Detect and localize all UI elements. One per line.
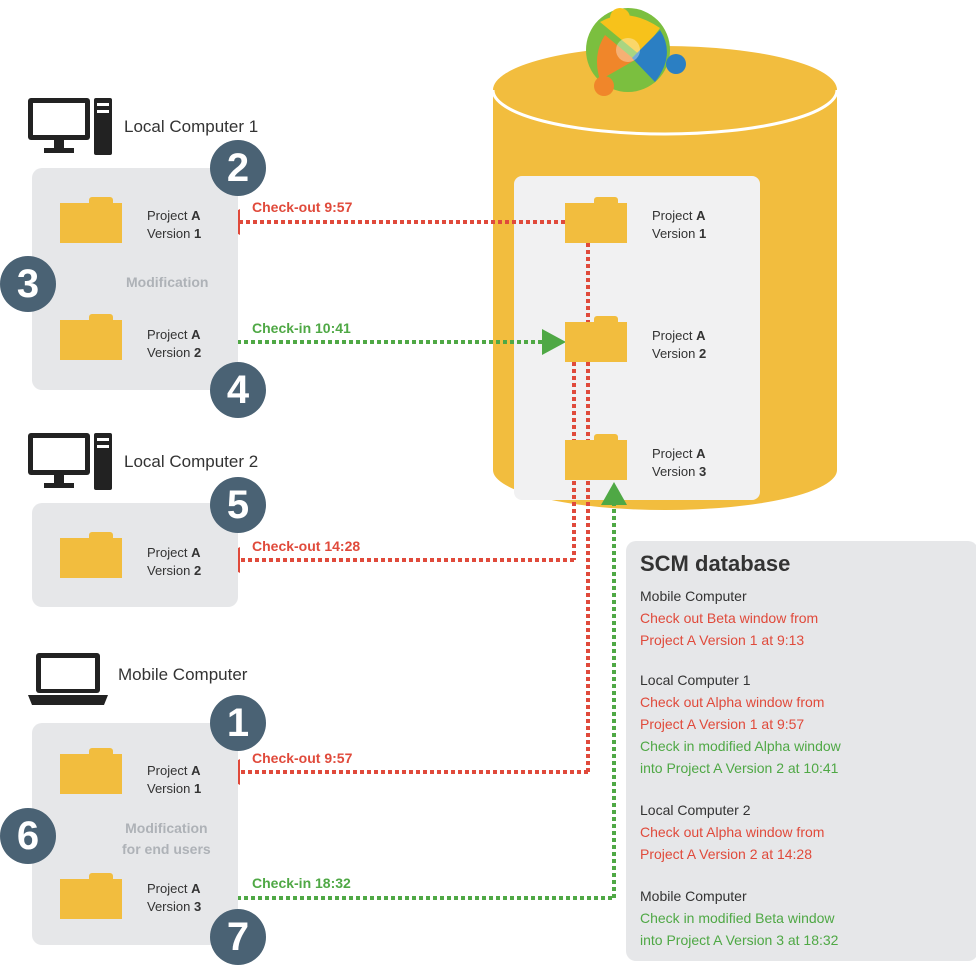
project-version-label: Project A Version 2 (652, 328, 707, 361)
scm-database-panel: SCM database Mobile Computer Check out B… (626, 541, 976, 961)
folder-icon (565, 434, 627, 480)
checkout-label-3: Check-out 9:57 (252, 750, 353, 766)
folder-icon (565, 197, 627, 243)
scm-entry-line: into Project A Version 2 at 10:41 (640, 760, 839, 776)
database-cylinder (491, 46, 839, 510)
arrowhead-checkin-1 (542, 329, 566, 355)
scm-entry-line: Check in modified Beta window (640, 910, 835, 926)
scm-entry-line: Check out Alpha window from (640, 694, 825, 710)
desktop-computer-icon (28, 98, 112, 155)
folder-icon (60, 748, 122, 794)
project-version-label: Project A Version 2 (147, 327, 202, 360)
modification-label-mobile: Modification for end users (122, 818, 211, 860)
folder-icon (60, 314, 122, 360)
step-badge-1: 1 (210, 695, 266, 751)
folder-icon (60, 197, 122, 243)
mobile-computer-title: Mobile Computer (118, 665, 248, 684)
scm-entry-heading: Local Computer 1 (640, 672, 751, 688)
desktop-computer-icon (28, 433, 112, 490)
scm-logo-icon (586, 8, 686, 96)
modification-label: Modification (126, 274, 209, 290)
scm-entry-heading: Mobile Computer (640, 888, 747, 904)
folder-icon (60, 873, 122, 919)
laptop-icon (28, 653, 108, 705)
connectors (230, 220, 616, 900)
step-badge-5: 5 (210, 477, 266, 533)
project-version-label: Project A Version 3 (652, 446, 707, 479)
modification-line-2: for end users (122, 841, 211, 857)
folder-icon (565, 316, 627, 362)
step-badge-6: 6 (0, 808, 56, 864)
checkout-label-2: Check-out 14:28 (252, 538, 361, 554)
project-version-label: Project A Version 3 (147, 881, 202, 914)
scm-entry-line: Check out Beta window from (640, 610, 819, 626)
local-computer-2-title: Local Computer 2 (124, 452, 259, 471)
modification-line-1: Modification (125, 820, 208, 836)
scm-entry-line: into Project A Version 3 at 18:32 (640, 932, 839, 948)
local-computer-1-title: Local Computer 1 (124, 117, 259, 136)
project-version-label: Project A Version 1 (652, 208, 707, 241)
step-badge-4: 4 (210, 362, 266, 418)
scm-title: SCM database (640, 551, 791, 576)
folder-icon (60, 532, 122, 578)
project-version-label: Project A Version 2 (147, 545, 202, 578)
checkout-label-1: Check-out 9:57 (252, 199, 353, 215)
project-version-label: Project A Version 1 (147, 763, 202, 796)
step-badge-7: 7 (210, 909, 266, 965)
scm-entry-heading: Mobile Computer (640, 588, 747, 604)
project-version-label: Project A Version 1 (147, 208, 202, 241)
scm-entry-line: Project A Version 1 at 9:57 (640, 716, 805, 732)
scm-entry-line: Check out Alpha window from (640, 824, 825, 840)
scm-entry-line: Project A Version 2 at 14:28 (640, 846, 813, 862)
scm-entry-line: Check in modified Alpha window (640, 738, 841, 754)
step-badge-3: 3 (0, 256, 56, 312)
scm-entry-line: Project A Version 1 at 9:13 (640, 632, 805, 648)
step-badge-2: 2 (210, 140, 266, 196)
arrowhead-checkin-2 (601, 482, 627, 505)
scm-entry-heading: Local Computer 2 (640, 802, 751, 818)
checkin-label-1: Check-in 10:41 (252, 320, 351, 336)
checkin-label-2: Check-in 18:32 (252, 875, 351, 891)
